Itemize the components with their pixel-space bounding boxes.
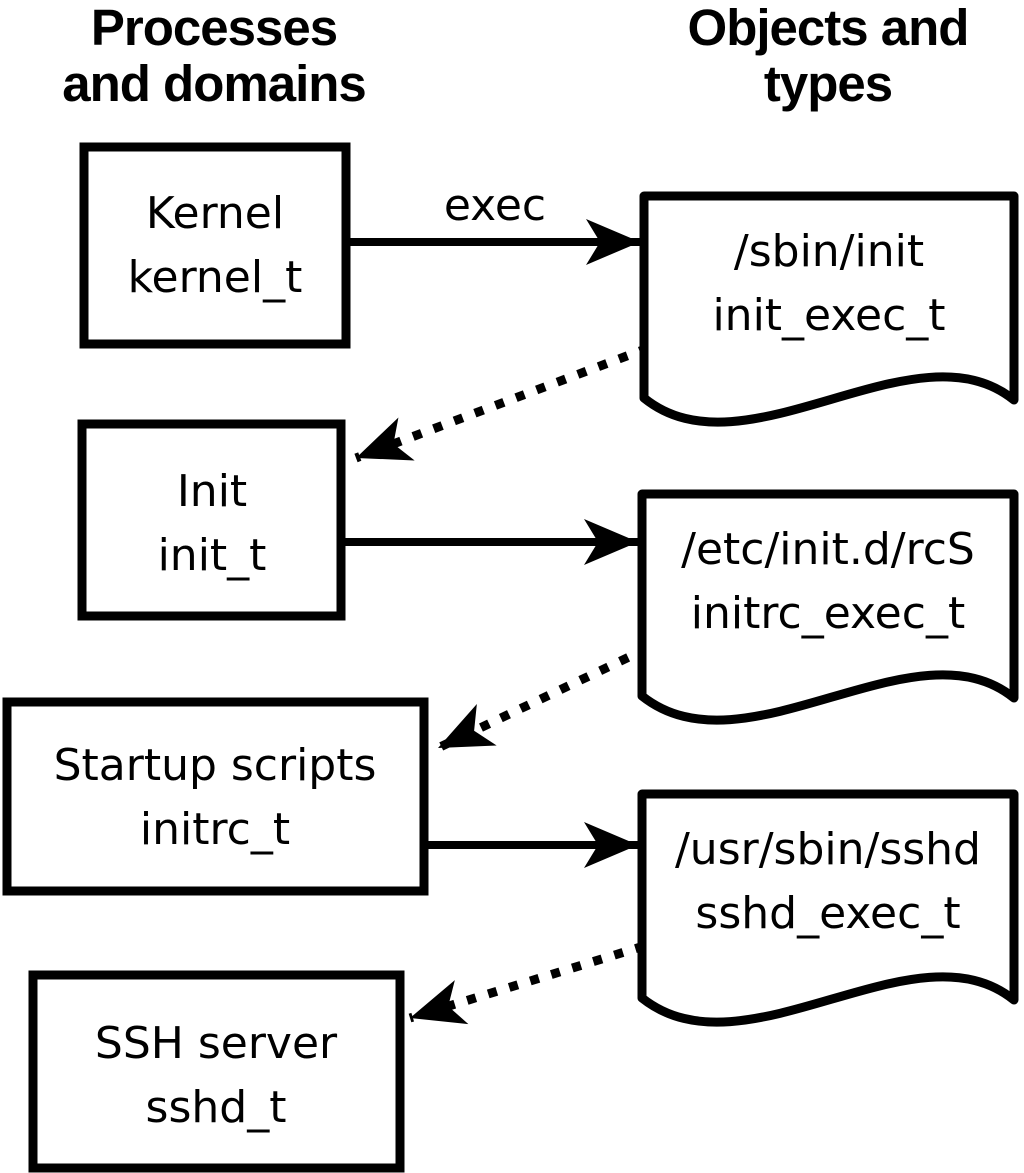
dotted-arrow-sbin-init-to-init [354,343,650,463]
column-header-objects-line1: Objects and [688,0,969,56]
object-sbin-init-path: /sbin/init [734,226,924,277]
process-kernel-type: kernel_t [128,252,303,303]
process-init-name: Init [177,466,247,517]
object-usr-sbin-sshd-path: /usr/sbin/sshd [675,824,981,875]
process-ssh-server-type: sshd_t [146,1082,287,1133]
object-sbin-init-type: init_exec_t [712,290,945,341]
object-doc-usr-sbin-sshd [637,789,1019,1027]
object-etc-initd-rcs-type: initrc_exec_t [691,588,965,639]
process-startup-scripts-name: Startup scripts [54,740,377,791]
object-usr-sbin-sshd-type: sshd_exec_t [695,888,960,939]
process-startup-scripts-type: initrc_t [140,804,290,855]
object-etc-initd-rcs-path: /etc/init.d/rcS [681,524,975,575]
process-box-kernel [79,142,351,349]
process-box-startup-scripts [2,697,429,896]
column-header-processes-line1: Processes [91,0,337,56]
object-doc-etc-initd-rcs [637,489,1019,725]
dotted-arrow-sshd-to-ssh-server [408,941,646,1025]
process-init-type: init_t [158,530,267,581]
dotted-arrow-rcs-to-initrc [436,643,650,753]
object-doc-sbin-init [639,191,1019,427]
column-header-objects-line2: types [764,55,892,112]
exec-arrow-label: exec [444,180,546,231]
column-header-processes-line2: and domains [62,55,366,112]
process-box-init [77,419,346,621]
process-ssh-server-name: SSH server [95,1018,338,1069]
process-box-ssh-server [28,970,405,1173]
process-kernel-name: Kernel [146,188,284,239]
